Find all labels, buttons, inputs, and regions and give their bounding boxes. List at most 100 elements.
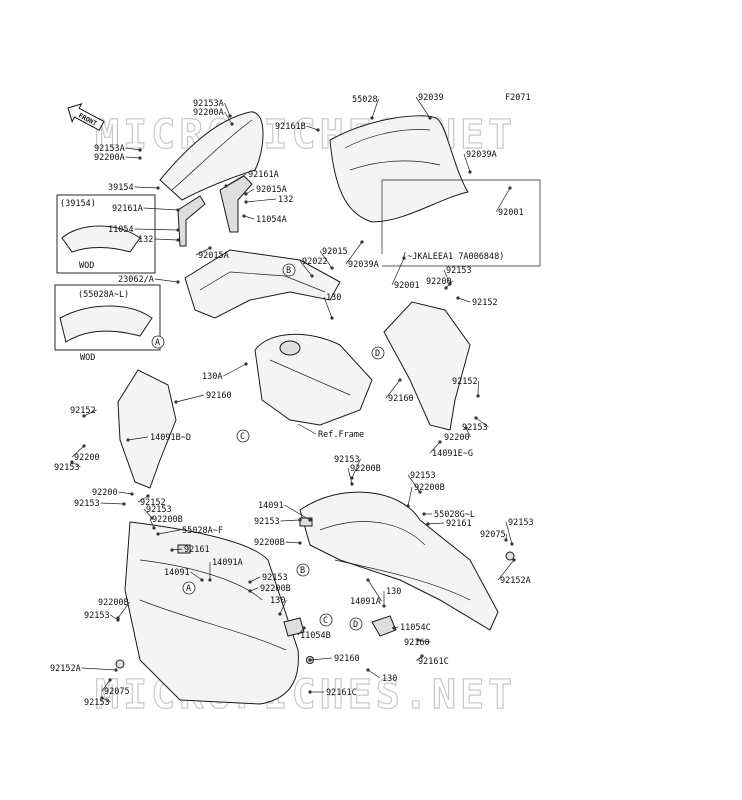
- svg-text:B: B: [286, 266, 291, 276]
- part-label-92200a: 92200A: [94, 153, 125, 163]
- part-label-92161: 92161: [184, 545, 210, 555]
- part-label-14091e-g: 14091E~G: [432, 449, 473, 459]
- part-label-92153: 92153: [462, 423, 488, 433]
- part-label-132: 132: [138, 235, 153, 245]
- leader-line: [371, 98, 379, 119]
- part-label-92152: 92152: [472, 298, 498, 308]
- leader-line: [243, 215, 255, 220]
- fastener-icon: [308, 690, 312, 694]
- leader-line: [118, 491, 133, 495]
- variant-note: (~JKALEEA1 7A006848): [402, 252, 504, 262]
- fastener-icon: [244, 362, 248, 366]
- inset-caption-2: WOD: [80, 353, 95, 363]
- fastener-icon: [366, 578, 370, 582]
- part-label-14091a: 14091A: [212, 558, 243, 568]
- fastener-icon: [360, 240, 364, 244]
- fastener-icon: [402, 256, 406, 260]
- leader-line: [81, 667, 117, 671]
- part-label-92161a: 92161A: [248, 170, 279, 180]
- fastener-icon: [138, 156, 142, 160]
- leader-line: [224, 102, 231, 117]
- svg-text:C: C: [240, 432, 245, 442]
- leader-line: [83, 409, 97, 417]
- fastener-icon: [156, 186, 160, 190]
- part-label-92153a: 92153A: [193, 99, 224, 109]
- leader-line: [385, 379, 401, 399]
- leader-line: [443, 269, 451, 285]
- leader-line: [465, 427, 471, 438]
- fastener-icon: [428, 116, 432, 120]
- part-label-92161b: 92161B: [275, 122, 306, 132]
- fastener-icon: [422, 512, 426, 516]
- inset-cowl-shape: [59, 305, 153, 343]
- leader-line: [143, 508, 153, 519]
- part-label-55028a-f: 55028A~F: [182, 526, 223, 536]
- leader-line: [125, 147, 141, 151]
- leader-line: [171, 548, 183, 551]
- fastener-icon: [316, 128, 320, 132]
- part-label-92022: 92022: [302, 257, 328, 267]
- part-label-92001: 92001: [498, 208, 524, 218]
- inner-duct-left: [117, 369, 177, 489]
- part-label-92153: 92153: [54, 463, 80, 473]
- callout-c-bottom: C: [319, 613, 333, 627]
- svg-text:B: B: [300, 566, 305, 576]
- fastener-icon: [476, 394, 480, 398]
- variant-box: [381, 179, 541, 267]
- side-cowl-right: [299, 491, 499, 631]
- part-label-14091: 14091: [164, 568, 190, 578]
- fastener-icon: [456, 296, 460, 300]
- leader-line: [195, 247, 211, 256]
- leader-line: [319, 250, 333, 269]
- fastener-icon: [122, 502, 126, 506]
- part-label-92200b: 92200B: [254, 538, 285, 548]
- leader-line: [175, 394, 205, 403]
- fastener-icon: [248, 589, 252, 593]
- part-label-92200a: 92200A: [193, 108, 224, 118]
- part-label-92200: 92200: [426, 277, 452, 287]
- part-label-92152: 92152: [452, 377, 478, 387]
- leader-line: [477, 380, 479, 397]
- part-label-92075: 92075: [104, 687, 130, 697]
- fastener-icon: [152, 526, 156, 530]
- part-label-92161a: 92161A: [112, 204, 143, 214]
- part-label-92153: 92153: [446, 266, 472, 276]
- leader-line: [323, 296, 333, 319]
- leader-line: [407, 474, 421, 493]
- fastener-icon: [156, 532, 160, 536]
- meter-cover: [329, 115, 469, 223]
- part-label-130: 130: [382, 674, 397, 684]
- fastener-icon: [370, 116, 374, 120]
- part-label-92161c: 92161C: [326, 688, 357, 698]
- part-label-14091: 14091: [258, 501, 284, 511]
- fastener-icon: [146, 494, 150, 498]
- leader-line: [71, 461, 81, 468]
- fastener-icon: [108, 678, 112, 682]
- figure-code: F2071: [505, 93, 531, 103]
- leader-line: [279, 599, 287, 615]
- fastener-icon: [208, 246, 212, 250]
- part-label-92152a: 92152A: [50, 664, 81, 674]
- fastener-icon: [176, 208, 180, 212]
- part-label-92200: 92200: [92, 488, 118, 498]
- fastener-icon: [176, 238, 180, 242]
- fastener-icon: [82, 444, 86, 448]
- part-label-92152: 92152: [140, 498, 166, 508]
- fastener-icon: [82, 414, 86, 418]
- part-label-92039: 92039: [418, 93, 444, 103]
- part-label-92161: 92161: [446, 519, 472, 529]
- windshield-bracket-right: [219, 175, 253, 233]
- leader-line: [154, 278, 179, 283]
- fastener-icon: [244, 192, 248, 196]
- ref-frame-label: Ref.Frame: [318, 430, 364, 440]
- fastener-icon: [138, 148, 142, 152]
- part-label-92200b: 92200B: [152, 515, 183, 525]
- part-label-92153a: 92153A: [94, 144, 125, 154]
- leader-line: [429, 441, 441, 454]
- fastener-icon: [298, 518, 302, 522]
- fastener-icon: [100, 696, 104, 700]
- fastener-icon: [508, 186, 512, 190]
- part-label-92153: 92153: [84, 698, 110, 708]
- fastener-icon: [398, 378, 402, 382]
- part-label-11054a: 11054A: [256, 215, 287, 225]
